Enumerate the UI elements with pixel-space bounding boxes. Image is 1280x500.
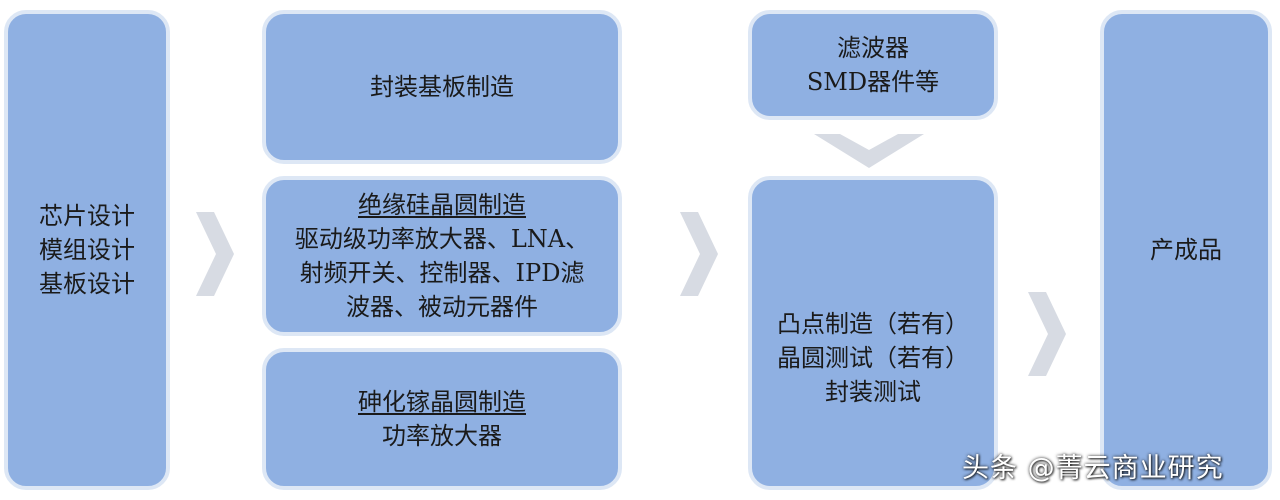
packaging-line-2: 晶圆测试（若有） — [777, 344, 969, 372]
packaging-test-box: 凸点制造（若有） 晶圆测试（若有） 封装测试 — [748, 176, 998, 490]
design-line-1: 芯片设计 — [39, 202, 135, 230]
chevron-right-icon — [196, 212, 234, 296]
chevron-right-icon — [1028, 292, 1066, 376]
soi-line-1: 驱动级功率放大器、LNA、 — [294, 225, 590, 253]
design-line-2: 模组设计 — [39, 236, 135, 264]
filter-smd-box: 滤波器 SMD器件等 — [748, 10, 998, 120]
packaging-line-1: 凸点制造（若有） — [777, 310, 969, 338]
substrate-label: 封装基板制造 — [370, 73, 514, 101]
soi-line-3: 波器、被动元器件 — [346, 293, 538, 321]
filter-line-1: 滤波器 — [837, 34, 909, 62]
gaas-title: 砷化镓晶圆制造 — [358, 388, 526, 416]
watermark: 头条 @菁云商业研究 — [962, 453, 1224, 484]
chevron-down-icon — [814, 134, 924, 168]
substrate-manufacturing-box: 封装基板制造 — [262, 10, 622, 164]
packaging-line-3: 封装测试 — [825, 378, 921, 406]
design-line-3: 基板设计 — [39, 270, 135, 298]
product-label: 产成品 — [1150, 236, 1222, 264]
chevron-right-icon — [680, 212, 718, 296]
gaas-wafer-box: 砷化镓晶圆制造 功率放大器 — [262, 348, 622, 490]
chip-design-box: 芯片设计 模组设计 基板设计 — [4, 10, 170, 490]
finished-product-box: 产成品 — [1100, 10, 1272, 490]
gaas-line-1: 功率放大器 — [382, 422, 502, 450]
soi-title: 绝缘硅晶圆制造 — [358, 191, 526, 219]
soi-wafer-box: 绝缘硅晶圆制造 驱动级功率放大器、LNA、 射频开关、控制器、IPD滤 波器、被… — [262, 176, 622, 336]
filter-line-2: SMD器件等 — [806, 68, 940, 96]
soi-line-2: 射频开关、控制器、IPD滤 — [299, 259, 585, 287]
